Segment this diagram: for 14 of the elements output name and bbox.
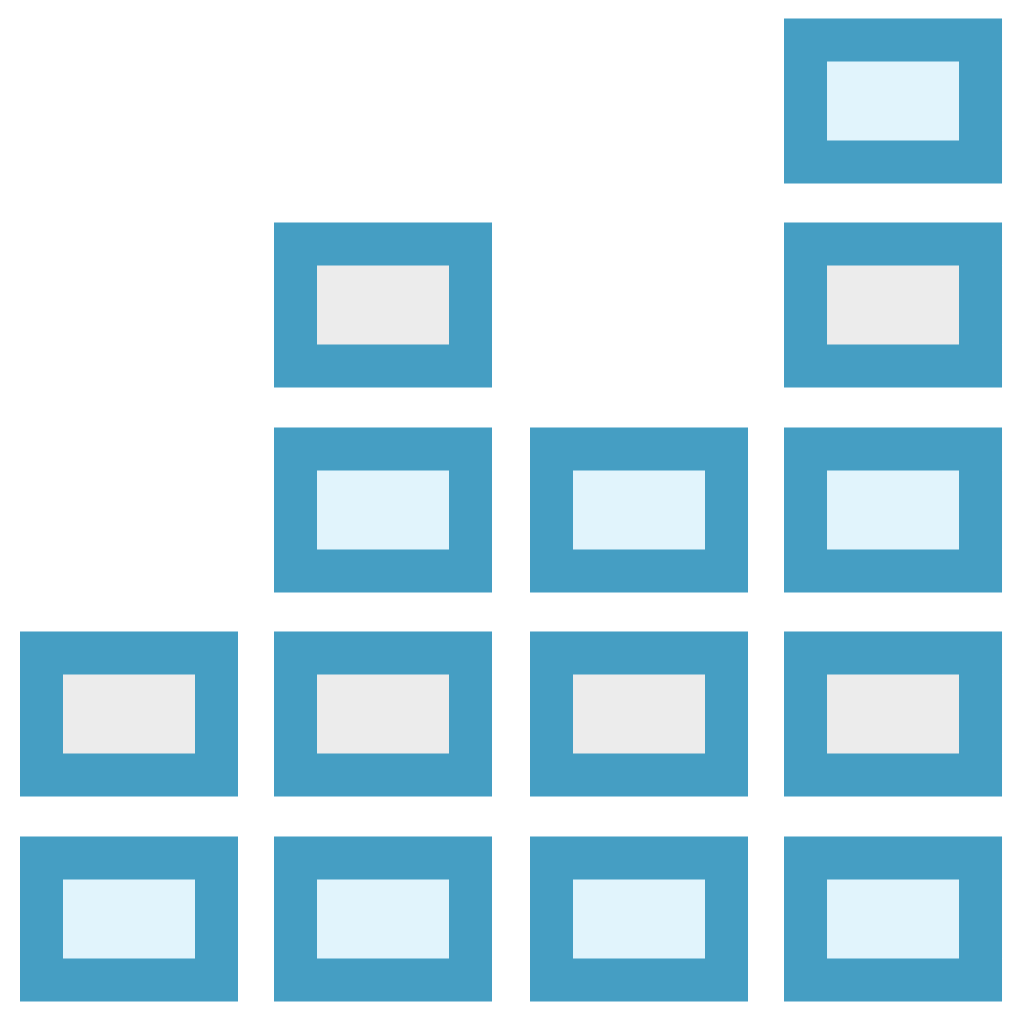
box bbox=[784, 427, 1002, 593]
box bbox=[784, 222, 1002, 388]
box bbox=[530, 427, 748, 593]
box bbox=[784, 631, 1002, 797]
box bbox=[20, 836, 238, 1002]
box bbox=[274, 631, 492, 797]
box bbox=[20, 631, 238, 797]
box bbox=[784, 836, 1002, 1002]
box bbox=[274, 836, 492, 1002]
box bbox=[784, 18, 1002, 184]
box bbox=[274, 427, 492, 593]
box bbox=[530, 836, 748, 1002]
box bbox=[530, 631, 748, 797]
box bbox=[274, 222, 492, 388]
